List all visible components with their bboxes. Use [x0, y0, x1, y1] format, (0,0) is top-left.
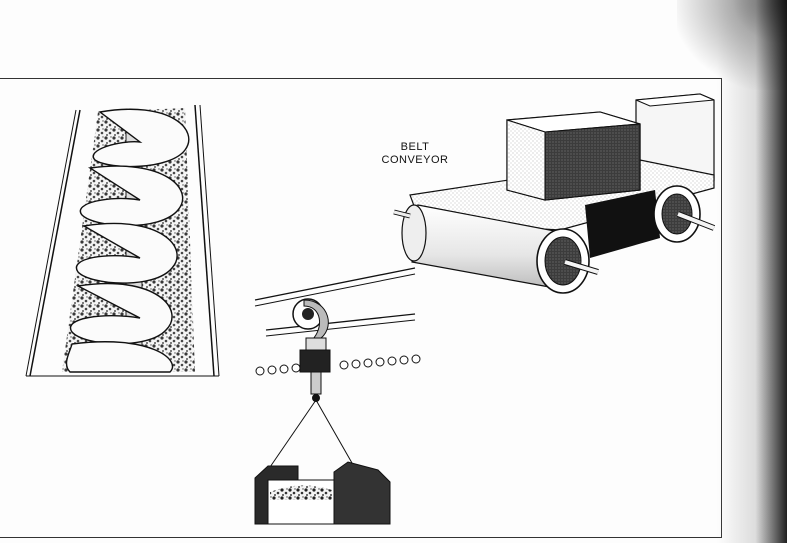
scan-shadow-edge: [717, 0, 787, 543]
overhead-trolley-conveyor: [254, 267, 421, 525]
belt-conveyor: [393, 93, 716, 294]
belt-conveyor-label: BELT CONVEYOR: [375, 141, 455, 167]
belt-label-line2: CONVEYOR: [381, 154, 449, 166]
screw-conveyor: [25, 104, 220, 377]
belt-label-line1: BELT: [400, 141, 430, 153]
